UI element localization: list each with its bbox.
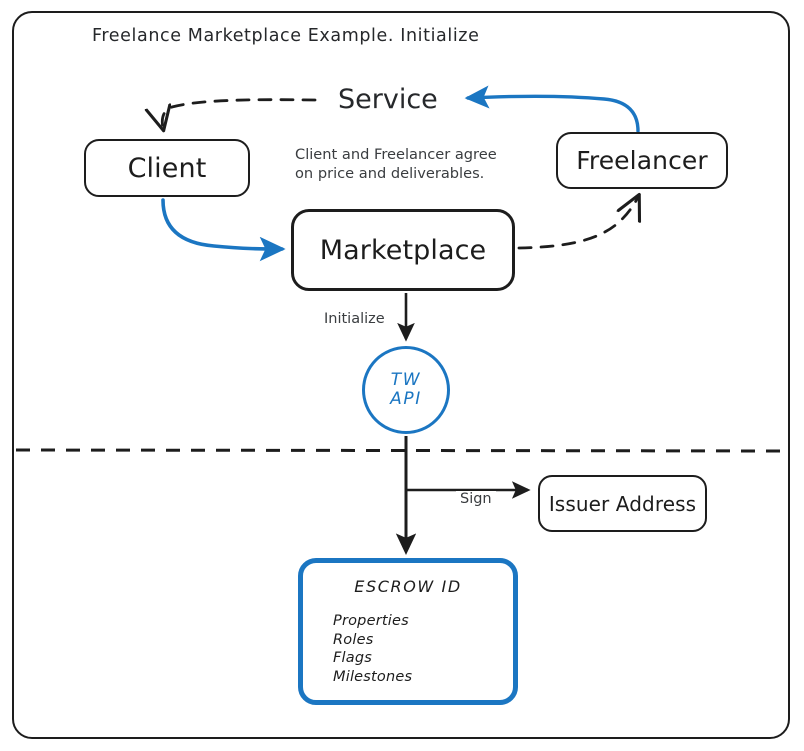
edge-service-to-client: [162, 98, 317, 128]
node-issuer-address[interactable]: Issuer Address: [538, 475, 707, 532]
node-marketplace-label: Marketplace: [319, 234, 487, 266]
node-escrow-id[interactable]: ESCROW ID Properties Roles Flags Milesto…: [298, 558, 518, 705]
onchain-divider-line: [15, 448, 789, 453]
escrow-id-title: ESCROW ID: [354, 577, 462, 596]
node-tw-api[interactable]: TW API: [362, 346, 450, 434]
node-issuer-address-label: Issuer Address: [548, 491, 697, 516]
list-item: Milestones: [333, 668, 413, 685]
edge-label-sign: Sign: [456, 491, 496, 507]
list-item: Flags: [333, 650, 373, 666]
node-freelancer[interactable]: Freelancer: [556, 132, 728, 189]
node-freelancer-label: Freelancer: [576, 146, 708, 175]
diagram-frame: [12, 11, 790, 739]
node-client-label: Client: [127, 152, 207, 184]
tw-api-line-1: TW: [390, 369, 422, 390]
edge-freelancer-service-blue: [464, 85, 640, 133]
edge-marketplace-to-freelancer: [517, 197, 638, 250]
note-agreement-line-2: on price and deliverables.: [295, 165, 485, 182]
note-agreement: Client and Freelancer agree on price and…: [295, 145, 510, 183]
node-marketplace[interactable]: Marketplace: [291, 209, 515, 291]
edge-label-initialize: Initialize: [320, 311, 389, 327]
tw-api-line-2: API: [390, 389, 422, 409]
node-client[interactable]: Client: [84, 139, 250, 197]
diagram-title: Freelance Marketplace Example. Initializ…: [92, 26, 480, 46]
note-agreement-line-1: Client and Freelancer agree: [295, 146, 497, 163]
edge-client-to-marketplace-blue: [161, 198, 286, 262]
list-item: Properties: [333, 613, 409, 629]
list-item: Roles: [333, 631, 374, 648]
edge-label-service: Service: [332, 84, 444, 115]
escrow-id-property-list: Properties Roles Flags Milestones: [333, 612, 513, 686]
